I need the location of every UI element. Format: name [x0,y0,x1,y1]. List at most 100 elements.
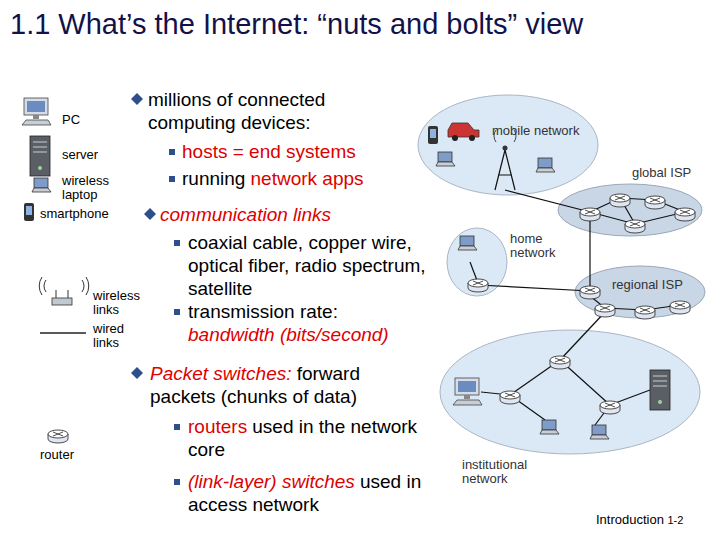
bullet-text-block: coaxial cable, copper wire, optical fibe… [188,231,433,300]
network-device [469,135,475,141]
bullet-text-block: millions of connected computing devices: [148,88,383,134]
network-label: regional ISP [612,277,683,292]
icon-label: server [62,147,98,162]
icon-label: wired links [93,321,124,350]
network-device [540,420,559,434]
legend-icon [48,430,68,443]
legend-icon [52,290,72,305]
bullet-text: running [182,168,245,189]
network-device [428,123,695,439]
icon-label-block: wireless laptop [62,174,120,202]
legend-icon [39,277,89,295]
network-label: mobile network [492,123,579,138]
network-device [595,304,615,317]
bullet-marker [174,240,180,246]
icon-label-block: router [40,448,100,462]
bullet-text-block: Packet switches:forward packets (chunks … [150,362,405,408]
network-label-block: regional ISP [612,278,702,292]
network-device [590,425,609,439]
icon-label-block: smartphone [40,207,130,221]
network-device [500,391,520,404]
icon-label-block: wired links [93,322,145,350]
network-device [645,196,665,209]
network-device [600,401,620,414]
network-device [468,279,488,292]
bullet-marker [174,479,180,485]
network-device [436,152,455,166]
network-device [550,356,570,369]
network-link [560,312,605,360]
bullet-marker [174,309,180,315]
network-device [428,126,438,144]
network-device [635,306,655,319]
network-device [536,158,555,172]
network-label-block: institutional network [462,458,547,486]
bullet-text: millions of connected computing devices: [148,89,325,133]
icon-label-block: wireless links [93,289,145,317]
bullet-text: Packet switches: [150,363,292,384]
bullet-text: communication links [160,204,331,225]
bullet-text-block: transmission rate:bandwidth (bits/second… [188,300,433,346]
tower-antenna [503,146,508,151]
network-label-block: mobile network [492,124,592,138]
network-link [470,150,685,425]
bullet-text: hosts = end systems [182,141,356,162]
network-region [418,95,598,195]
network-device [580,286,600,299]
network-label: global ISP [632,165,691,180]
network-link [589,217,590,290]
network-device [580,208,600,221]
bullet-text-block: running network apps [182,167,422,190]
network-device [610,194,630,207]
legend-icon [30,136,50,176]
network-region [575,266,705,318]
network-device [453,378,482,405]
bullet-text: network apps [251,168,364,189]
page-title: 1.1 What’s the Internet: “nuts and bolts… [10,8,583,41]
network-label: home network [510,231,556,260]
bullet-text: coaxial cable, copper wire, optical fibe… [188,232,426,299]
network-label-block: global ISP [632,166,712,180]
icon-label: smartphone [40,206,109,221]
slide-footer: Introduction [596,512,664,527]
network-region [558,184,702,236]
bullet-marker [169,176,175,182]
network-link [481,390,650,425]
bullet-marker [174,424,180,430]
bullet-marker [169,149,175,155]
bullet-marker [131,367,143,379]
bullet-text-block: hosts = end systems [182,140,422,163]
legend-icon [22,98,51,125]
slide-footer-block: Introduction1-2 [596,512,711,528]
legend-icon [32,178,51,192]
icon-label-block: PC [62,113,122,127]
network-region [418,95,705,454]
network-device [458,236,477,250]
icon-label: router [40,447,74,462]
bullet-marker [131,93,143,105]
network-link [505,190,590,212]
icon-label: PC [62,112,80,127]
network-link [478,285,590,291]
bullet-text: transmission rate: [188,300,428,323]
network-label-block: home network [510,232,565,260]
slide-footer: 1-2 [667,514,683,526]
bullet-text: (link-layer) switches [188,471,355,492]
network-device [650,370,670,410]
bullet-text-block: routersused in the network core [188,415,418,461]
bullet-text-block: communication links [160,203,400,226]
bullet-text-block: (link-layer) switchesused in access netw… [188,470,438,516]
bullet-text: bandwidth (bits/second) [188,323,433,346]
network-label: institutional network [462,457,527,486]
network-device [675,208,695,221]
network-link [495,150,515,190]
icon-label: wireless links [93,288,140,317]
icon-label-block: server [62,148,122,162]
bullet-marker [144,208,156,220]
bullet-text: routers [188,416,247,437]
network-device [452,135,458,141]
network-device [625,220,645,233]
network-device [448,123,479,137]
network-device [670,301,690,314]
